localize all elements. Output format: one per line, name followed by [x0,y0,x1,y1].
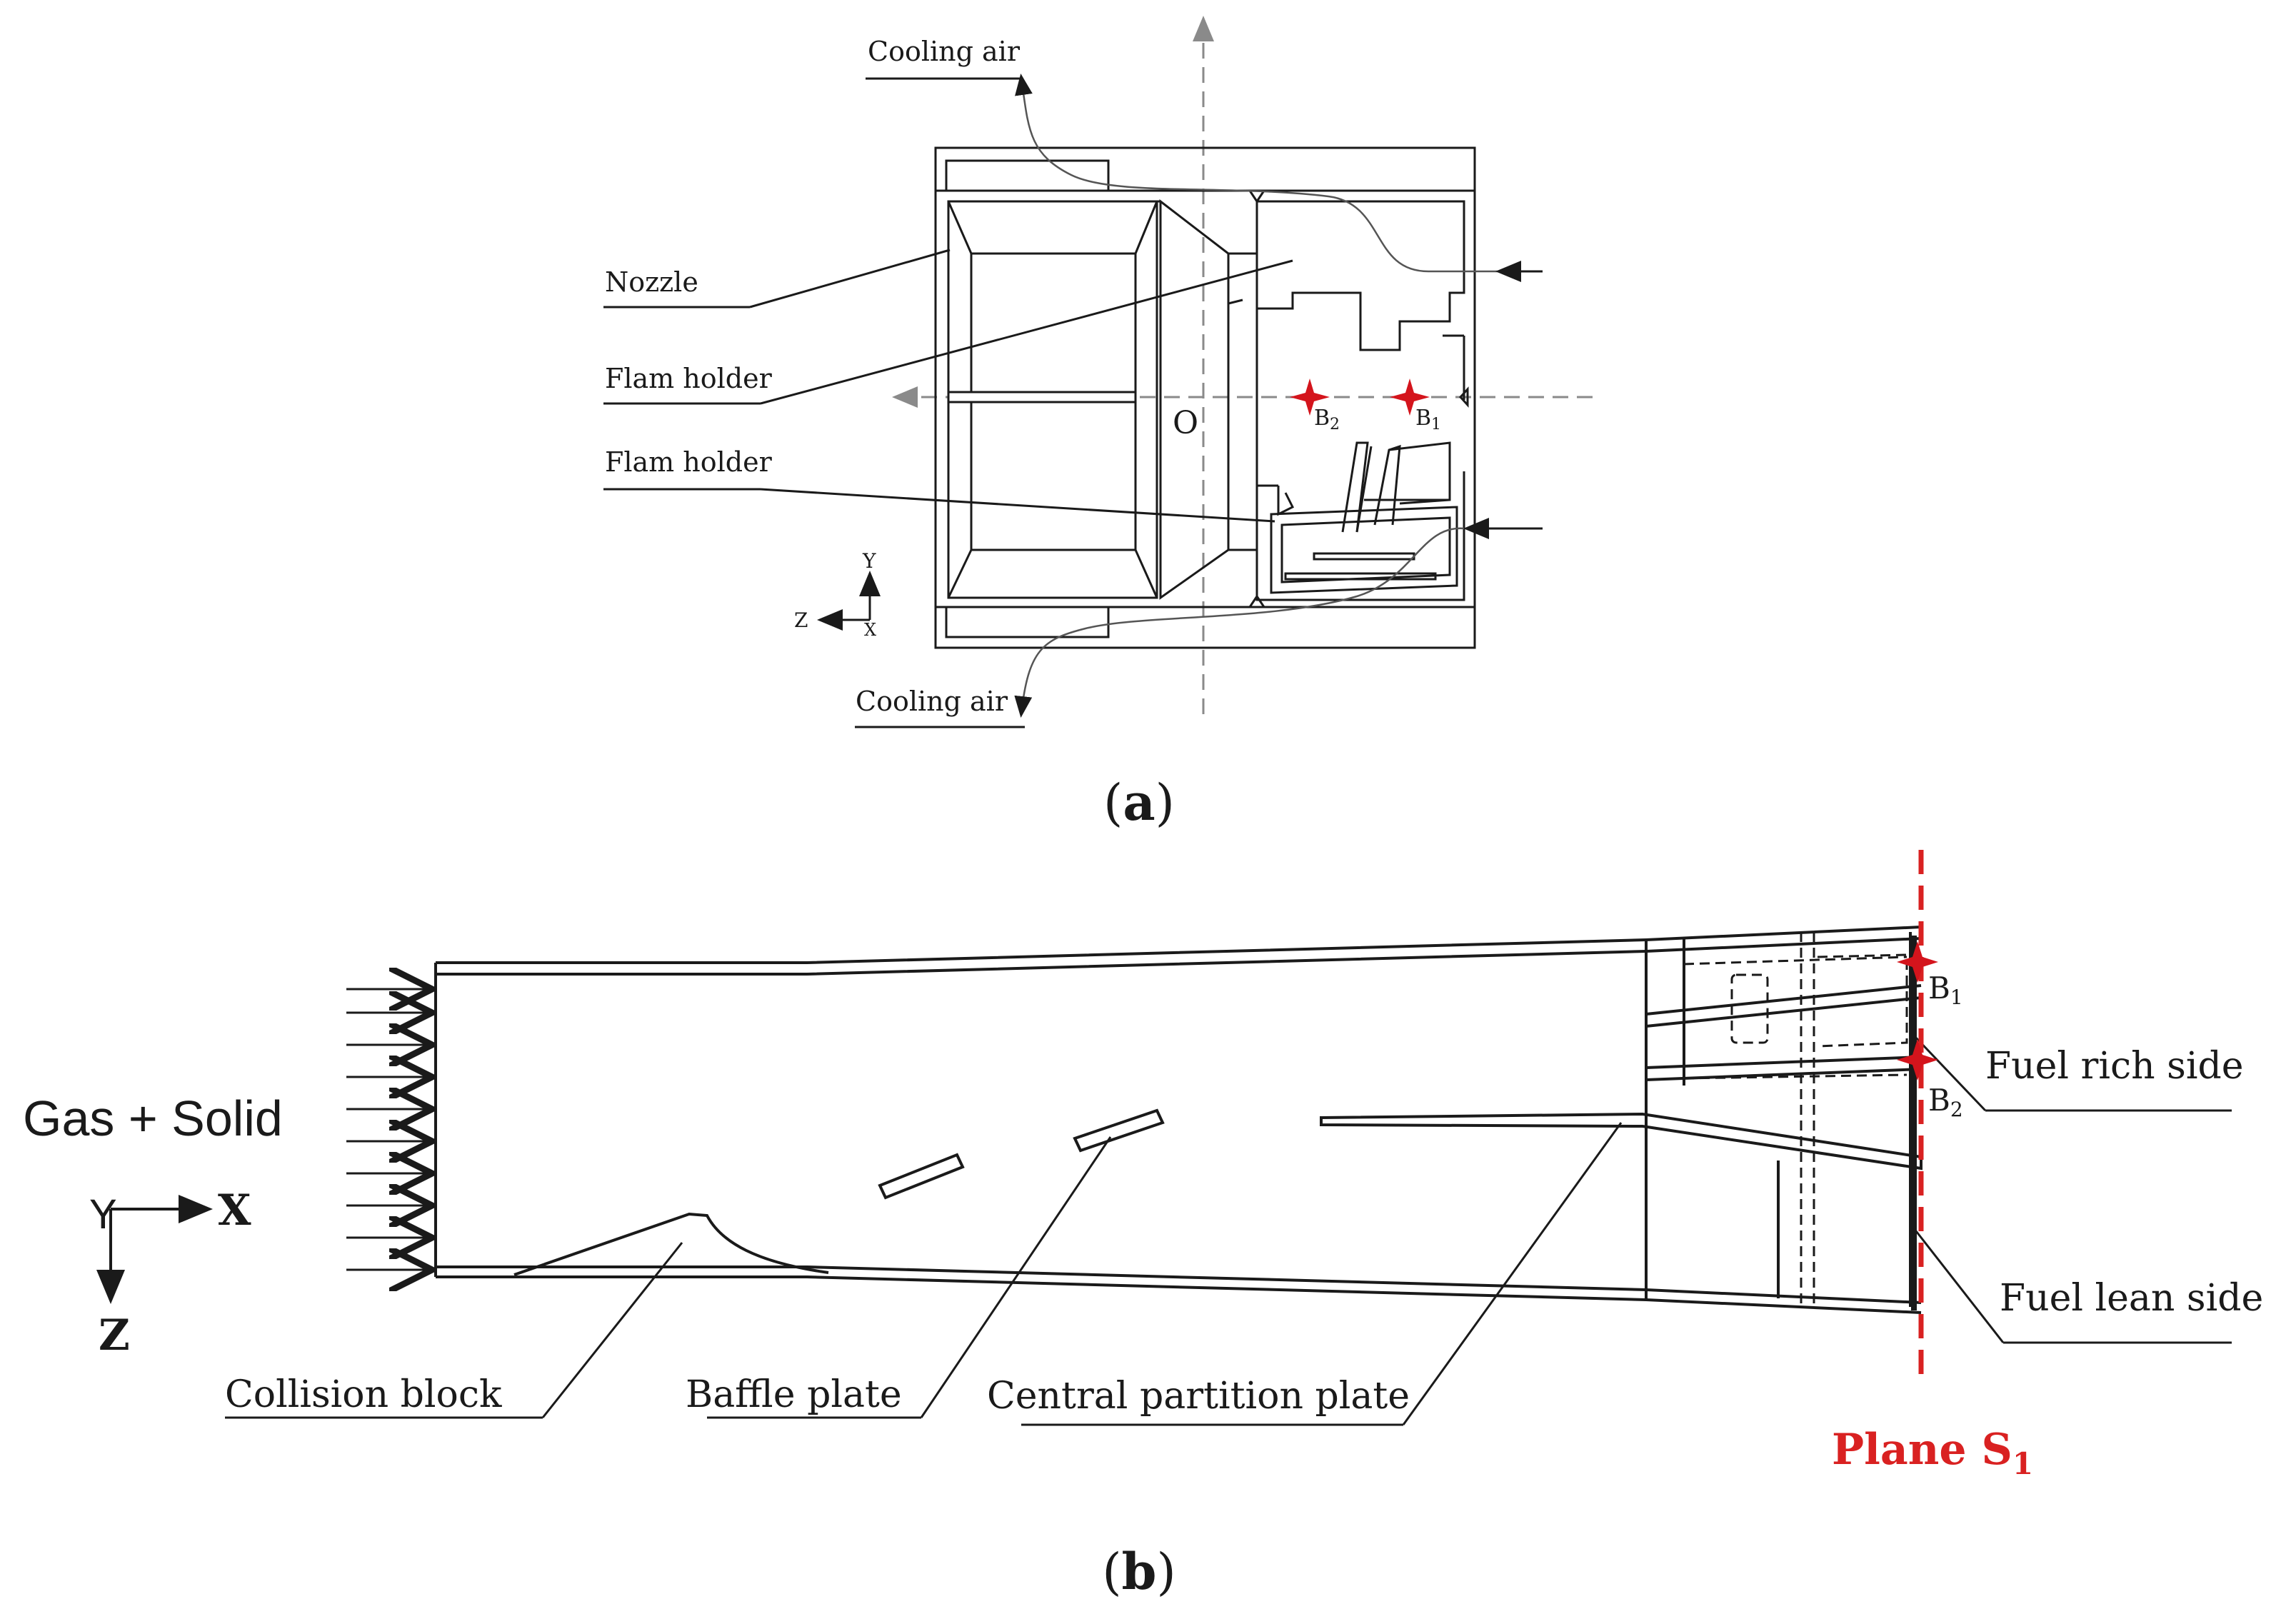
bottom-stub [945,606,1110,638]
star-b1-a [1390,379,1430,416]
cooling-air-bottom-path [1014,527,1465,718]
duct-top-inner [436,937,1922,976]
upper-flame-holder [1255,200,1465,351]
label-baffle-plate: Baffle plate [686,1373,902,1416]
label-collision-block: Collision block [225,1373,502,1416]
outer-frame [934,146,1476,649]
central-partition-plate [1320,1112,1922,1171]
top-stub [945,159,1110,192]
collision-block-shape [513,1212,829,1276]
baffle-plate-2 [1073,1108,1165,1153]
duct-bottom-wall [436,1275,1922,1314]
figure-a [603,16,1593,728]
star-b1-b [1897,941,1938,983]
label-point-b2-a: B2 [1314,406,1340,433]
cooling-air-top-path [1015,74,1507,273]
label-point-b1-a: B1 [1415,406,1441,433]
label-axis-z-b: Z [99,1310,130,1360]
label-flam-holder-1: Flam holder [605,363,773,394]
star-markers-a [1290,379,1430,416]
label-axis-y-a: Y [862,549,876,573]
label-cooling-air-bottom: Cooling air [856,686,1008,717]
star-markers-b [1897,941,1938,1081]
label-fuel-lean-side: Fuel lean side [2000,1277,2263,1320]
dashed-box-left [1730,973,1769,1044]
labels-b: Gas + Solid X Y Z Collision block Baffle… [23,971,2263,1481]
label-fuel-rich-side: Fuel rich side [1985,1045,2244,1088]
nozzle-center-bar [947,391,1137,404]
labels-a: Cooling air Cooling air Nozzle Flam hold… [605,36,1441,717]
label-axis-x-b: X [218,1186,251,1235]
label-gas-solid: Gas + Solid [23,1091,283,1146]
label-nozzle: Nozzle [605,266,698,298]
central-trapezoid [1159,199,1230,600]
label-central-partition-plate: Central partition plate [987,1375,1410,1418]
lower-flame-holder [1255,441,1465,601]
duct-bottom-inner [436,1265,1922,1304]
inlet-arrows [346,989,432,1270]
label-origin: O [1173,405,1198,441]
caption-a: (a) [1103,773,1175,832]
label-axis-z-a: Z [794,608,808,632]
label-flam-holder-2: Flam holder [605,446,773,478]
duct-top-wall [436,926,1922,964]
figure-b [96,926,2232,1426]
caption-b: (b) [1102,1542,1176,1601]
label-plane-s1: Plane S1 [1832,1425,2033,1481]
label-axis-y-b: Y [89,1191,117,1238]
baffle-plate-1 [878,1153,965,1200]
label-cooling-air-top: Cooling air [868,36,1021,67]
label-axis-x-a: X [864,620,876,640]
star-b2-a [1290,379,1330,416]
label-point-b2-b: B2 [1928,1083,1963,1121]
star-b2-b [1897,1039,1938,1081]
label-point-b1-b: B1 [1928,971,1963,1009]
